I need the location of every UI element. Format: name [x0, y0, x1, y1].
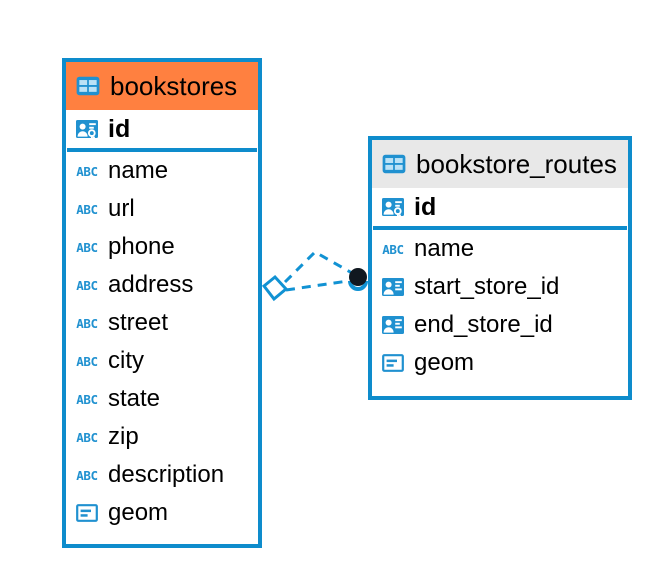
primary-key-icon	[76, 120, 98, 141]
field-label-id: id	[108, 114, 131, 143]
field-label-end-store-id: end_store_id	[414, 311, 553, 338]
field-row-phone[interactable]: ABC phone	[66, 228, 258, 266]
field-row-primary-key[interactable]: id	[66, 110, 258, 148]
svg-text:ABC: ABC	[76, 164, 97, 179]
field-label-name: name	[108, 157, 169, 184]
svg-text:ABC: ABC	[76, 354, 97, 369]
diamond-marker	[261, 274, 289, 302]
target-marker-arc	[348, 280, 368, 291]
svg-text:ABC: ABC	[76, 430, 97, 445]
field-label-address: address	[108, 271, 194, 298]
svg-text:ABC: ABC	[76, 468, 97, 483]
abc-text-icon: ABC	[76, 164, 98, 179]
field-label-url: url	[108, 195, 135, 222]
field-row-address[interactable]: ABC address	[66, 266, 258, 304]
field-label-phone: phone	[108, 233, 175, 260]
entity-header-bookstore-routes[interactable]: bookstore_routes	[372, 140, 628, 188]
svg-text:ABC: ABC	[382, 242, 403, 257]
foreign-key-icon	[382, 316, 404, 334]
primary-key-separator	[373, 226, 627, 230]
field-label-name: name	[414, 235, 475, 262]
field-row-end-store-id[interactable]: end_store_id	[372, 306, 628, 344]
field-label-city: city	[108, 347, 144, 374]
svg-text:ABC: ABC	[76, 240, 97, 255]
field-label-geom: geom	[414, 349, 475, 376]
table-icon	[76, 76, 100, 96]
field-row-geom[interactable]: geom	[372, 344, 628, 382]
field-row-name[interactable]: ABC name	[372, 230, 628, 268]
field-label-description: description	[108, 461, 225, 488]
field-row-start-store-id[interactable]: start_store_id	[372, 268, 628, 306]
field-label-street: street	[108, 309, 169, 336]
field-row-state[interactable]: ABC state	[66, 380, 258, 418]
field-label-state: state	[108, 385, 161, 412]
abc-text-icon: ABC	[76, 316, 98, 331]
field-label-geom: geom	[108, 499, 169, 526]
abc-text-icon: ABC	[382, 242, 404, 257]
svg-text:ABC: ABC	[76, 316, 97, 331]
field-label-id: id	[414, 192, 437, 221]
field-row-url[interactable]: ABC url	[66, 190, 258, 228]
field-row-street[interactable]: ABC street	[66, 304, 258, 342]
abc-text-icon: ABC	[76, 202, 98, 217]
geometry-icon	[76, 504, 98, 522]
svg-text:ABC: ABC	[76, 202, 97, 217]
abc-text-icon: ABC	[76, 430, 98, 445]
svg-text:ABC: ABC	[76, 392, 97, 407]
abc-text-icon: ABC	[76, 278, 98, 293]
entity-title: bookstores	[110, 71, 238, 101]
relationship-line-upper	[283, 250, 353, 284]
primary-key-icon	[382, 198, 404, 219]
abc-text-icon: ABC	[76, 240, 98, 255]
abc-text-icon: ABC	[76, 354, 98, 369]
field-row-name[interactable]: ABC name	[66, 152, 258, 190]
field-row-description[interactable]: ABC description	[66, 456, 258, 494]
svg-text:ABC: ABC	[76, 278, 97, 293]
field-row-geom[interactable]: geom	[66, 494, 258, 532]
geometry-icon	[382, 354, 404, 372]
primary-key-separator	[67, 148, 257, 152]
field-row-primary-key[interactable]: id	[372, 188, 628, 226]
foreign-key-icon	[382, 278, 404, 296]
abc-text-icon: ABC	[76, 468, 98, 483]
relationship-line-lower	[285, 279, 349, 292]
field-row-city[interactable]: ABC city	[66, 342, 258, 380]
field-row-zip[interactable]: ABC zip	[66, 418, 258, 456]
field-label-start-store-id: start_store_id	[414, 273, 560, 300]
field-label-zip: zip	[108, 423, 139, 450]
entity-header-bookstores[interactable]: bookstores	[66, 62, 258, 110]
abc-text-icon: ABC	[76, 392, 98, 407]
table-icon	[382, 154, 406, 174]
filled-circle-marker	[349, 268, 367, 286]
entity-title: bookstore_routes	[416, 149, 617, 179]
